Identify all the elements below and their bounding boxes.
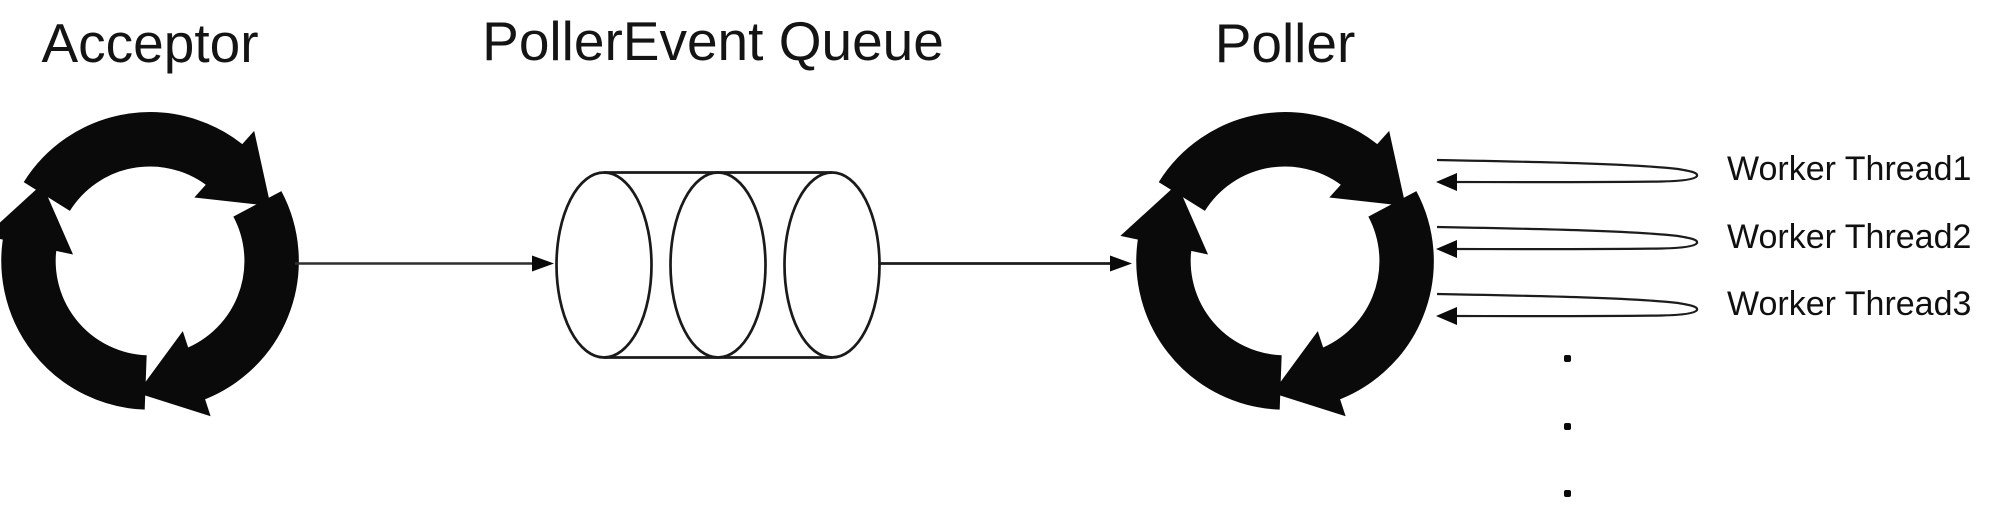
more-workers-dot-2 bbox=[1564, 423, 1571, 430]
poller-title: Poller bbox=[1214, 12, 1356, 74]
acceptor-to-queue-arrow bbox=[295, 250, 557, 278]
worker-thread-1-loop-arrow bbox=[1436, 156, 1700, 196]
queue-to-poller-arrow bbox=[876, 250, 1134, 278]
poller-event-loop-icon bbox=[1120, 101, 1445, 421]
acceptor-title: Acceptor bbox=[41, 12, 259, 74]
worker-thread-1-label: Worker Thread1 bbox=[1727, 150, 1972, 188]
worker-thread-2-label: Worker Thread2 bbox=[1727, 218, 1972, 256]
more-workers-dot-3 bbox=[1564, 490, 1571, 497]
worker-thread-2-loop-arrow bbox=[1436, 223, 1700, 263]
more-workers-dot-1 bbox=[1564, 355, 1571, 362]
acceptor-event-loop-icon bbox=[0, 101, 310, 421]
queue-cylinder-shape bbox=[552, 166, 886, 364]
worker-thread-3-label: Worker Thread3 bbox=[1727, 285, 1972, 323]
queue-title: PollerEvent Queue bbox=[482, 10, 944, 72]
worker-thread-3-loop-arrow bbox=[1436, 290, 1700, 330]
